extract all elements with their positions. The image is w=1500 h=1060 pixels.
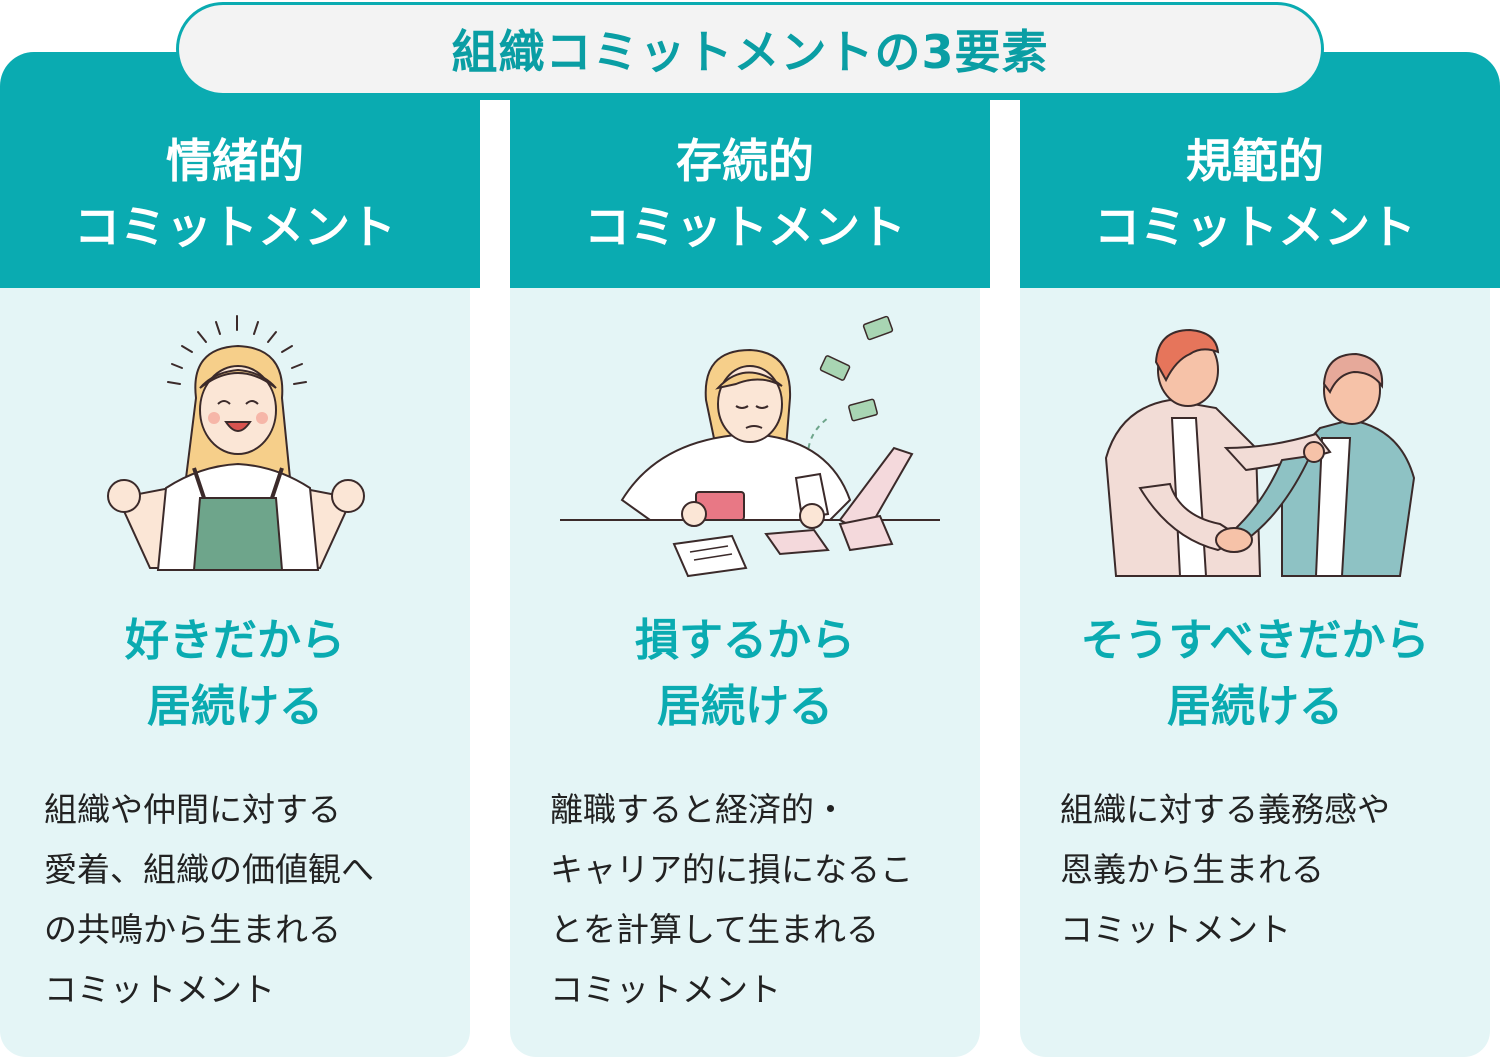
description: 組織に対する義務感や 恩義から生まれる コミットメント (1060, 780, 1390, 960)
description-line: 恩義から生まれる (1060, 850, 1324, 889)
card-heading-emotional: 情緒的 コミットメント (0, 100, 470, 288)
column-divider (480, 100, 510, 1060)
tagline: そうすべきだから 居続ける (1020, 608, 1490, 740)
card-emotional: 好きだから 居続ける 組織や仲間に対する 愛着、組織の価値観へ の共鳴から生まれ… (0, 288, 470, 1057)
card-heading-line: コミットメント (74, 200, 396, 254)
card-heading-line: 規範的 (1186, 134, 1324, 188)
title-pill: 組織コミットメントの3要素 (176, 2, 1324, 96)
card-heading-normative: 規範的 コミットメント (1020, 100, 1490, 288)
description-line: キャリア的に損になるこ (550, 850, 913, 889)
card-heading-line: コミットメント (584, 200, 906, 254)
tagline-line: 好きだから (125, 615, 345, 666)
tagline-line: 居続ける (147, 681, 323, 732)
card-heading-continuance: 存続的 コミットメント (510, 100, 980, 288)
column-divider (990, 100, 1020, 1060)
card-continuance: 損するから 居続ける 離職すると経済的・ キャリア的に損になるこ とを計算して生… (510, 288, 980, 1057)
card-heading-line: コミットメント (1094, 200, 1416, 254)
tagline-line: 損するから (635, 615, 855, 666)
tagline-line: 居続ける (657, 681, 833, 732)
card-heading-line: 情緒的 (166, 134, 304, 188)
description-line: 組織に対する義務感や (1060, 790, 1390, 829)
description-line: コミットメント (1060, 910, 1291, 949)
description: 組織や仲間に対する 愛着、組織の価値観へ の共鳴から生まれる コミットメント (44, 780, 374, 1020)
page-title: 組織コミットメントの3要素 (451, 25, 1049, 79)
woman-calculating-money-icon (560, 315, 940, 578)
cheering-woman-icon (107, 315, 365, 571)
tagline-line: 居続ける (1167, 681, 1343, 732)
description-line: コミットメント (550, 970, 781, 1009)
handshake-men-icon (1104, 328, 1416, 577)
description-line: 組織や仲間に対する (44, 790, 341, 829)
tagline: 損するから 居続ける (510, 608, 980, 740)
card-normative: そうすべきだから 居続ける 組織に対する義務感や 恩義から生まれる コミットメン… (1020, 288, 1490, 1057)
description-line: の共鳴から生まれる (44, 910, 341, 949)
card-heading-line: 存続的 (676, 134, 814, 188)
description-line: コミットメント (44, 970, 275, 1009)
tagline-line: そうすべきだから (1080, 615, 1430, 666)
tagline: 好きだから 居続ける (0, 608, 470, 740)
description-line: とを計算して生まれる (550, 910, 880, 949)
description-line: 離職すると経済的・ (550, 790, 847, 829)
description: 離職すると経済的・ キャリア的に損になるこ とを計算して生まれる コミットメント (550, 780, 913, 1020)
description-line: 愛着、組織の価値観へ (44, 850, 374, 889)
